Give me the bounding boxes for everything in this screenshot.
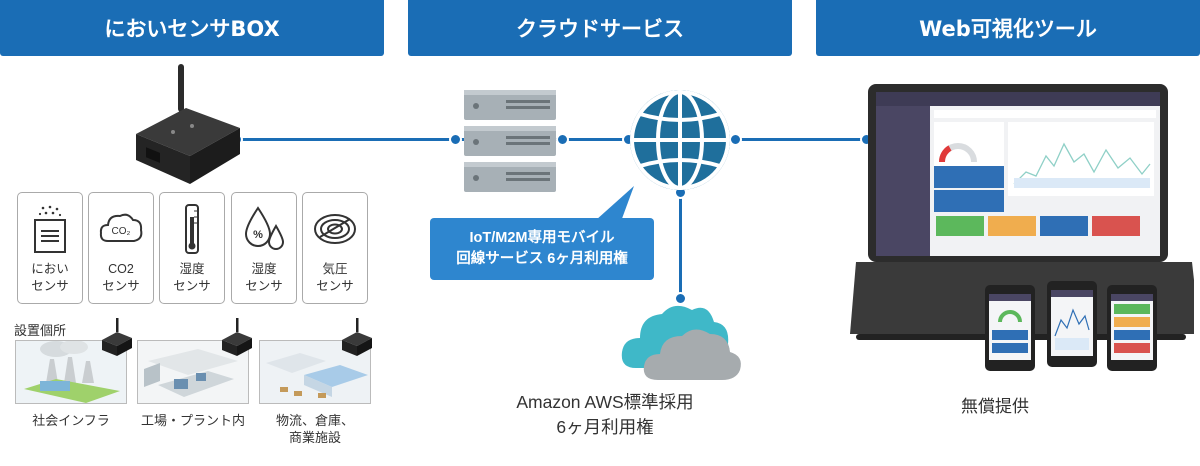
connection-dot bbox=[729, 133, 742, 146]
sensor-card-pressure: 気圧センサ bbox=[302, 192, 368, 304]
mobile-line-callout: IoT/M2M専用モバイル 回線サービス 6ヶ月利用権 bbox=[430, 218, 654, 280]
server-stack-icon bbox=[464, 90, 556, 192]
callout-pointer bbox=[596, 186, 634, 224]
header-cloud-service: クラウドサービス bbox=[408, 0, 792, 56]
photo-logistics-warehouse bbox=[259, 340, 371, 404]
smartphone-3 bbox=[1107, 285, 1157, 371]
mini-sensor-box bbox=[222, 318, 252, 356]
header-sensor-box: においセンサBOX bbox=[0, 0, 384, 56]
sensor-label: 湿度センサ bbox=[173, 262, 211, 293]
sensor-label: においセンサ bbox=[31, 262, 69, 293]
sensor-card-temperature: 湿度センサ bbox=[159, 192, 225, 304]
sensor-card-humidity: % 湿度センサ bbox=[231, 192, 297, 304]
place-caption: 社会インフラ bbox=[32, 413, 110, 428]
connection-dot bbox=[674, 292, 687, 305]
pressure-icon bbox=[311, 201, 359, 257]
humidity-drops-icon: % bbox=[240, 201, 288, 257]
photo-social-infrastructure bbox=[15, 340, 127, 404]
place-caption: 工場・プラント内 bbox=[140, 413, 245, 428]
sensor-label: 湿度センサ bbox=[245, 262, 283, 293]
mini-sensor-box bbox=[342, 318, 372, 356]
smartphone-2 bbox=[1047, 281, 1097, 367]
cloud-icon bbox=[621, 305, 741, 380]
place-caption: 物流、倉庫、商業施設 bbox=[275, 413, 354, 445]
sensor-box-device bbox=[136, 64, 240, 184]
co2-icon: CO₂ bbox=[97, 201, 145, 257]
connection-dot bbox=[449, 133, 462, 146]
connection-line-vertical bbox=[679, 140, 682, 298]
sensor-label: 気圧センサ bbox=[316, 262, 354, 293]
smartphone-1 bbox=[985, 285, 1035, 371]
sensor-card-odor: においセンサ bbox=[17, 192, 83, 304]
connection-dot bbox=[556, 133, 569, 146]
install-title: 設置個所 bbox=[14, 323, 67, 338]
header-web-tool: Web可視化ツール bbox=[816, 0, 1200, 56]
svg-text:%: % bbox=[253, 229, 263, 241]
free-provision-caption: 無償提供 bbox=[961, 397, 1029, 416]
odor-sensor-icon bbox=[26, 201, 74, 257]
globe-icon bbox=[630, 90, 730, 190]
svg-text:CO₂: CO₂ bbox=[112, 226, 131, 237]
thermometer-icon bbox=[168, 201, 216, 257]
mini-sensor-box bbox=[102, 318, 132, 356]
aws-caption: Amazon AWS標準採用 6ヶ月利用権 bbox=[516, 392, 694, 437]
